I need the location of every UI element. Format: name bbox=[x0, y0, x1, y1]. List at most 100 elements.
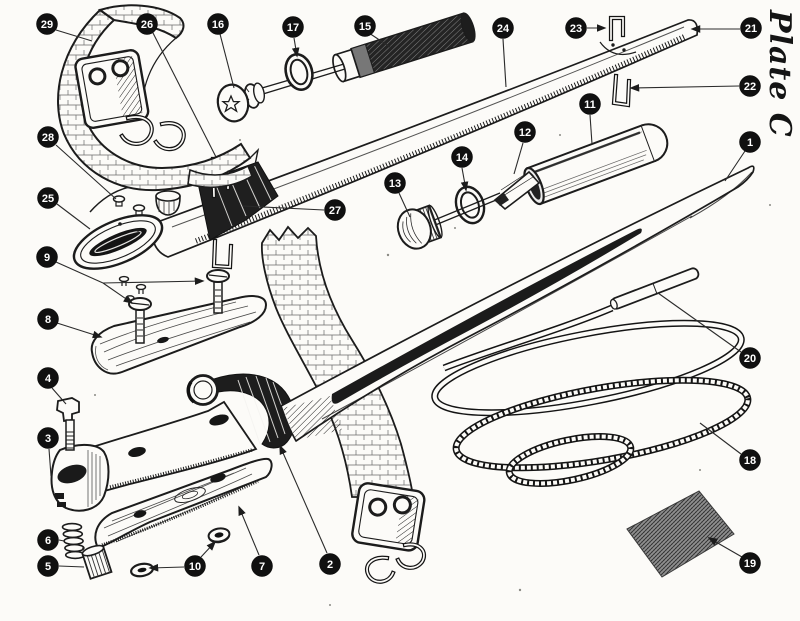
callout-25: 25 bbox=[37, 187, 91, 230]
knurled-cap bbox=[396, 204, 443, 250]
callout-number: 21 bbox=[745, 23, 757, 35]
callout-circle bbox=[579, 93, 601, 115]
callout-leader-line bbox=[219, 33, 235, 89]
callout-1: 1 bbox=[724, 131, 761, 182]
callout-leader-line bbox=[56, 203, 91, 230]
callout-23: 23 bbox=[565, 17, 607, 39]
callout-circle bbox=[739, 449, 761, 471]
callout-number: 29 bbox=[41, 19, 53, 31]
callout-number: 22 bbox=[744, 81, 756, 93]
callout-leader-line bbox=[707, 537, 743, 558]
callout-leader-line bbox=[58, 539, 65, 542]
bayonet-tang bbox=[76, 400, 258, 493]
callout-number: 8 bbox=[45, 314, 51, 326]
callout-11: 11 bbox=[579, 93, 601, 145]
callout-circle bbox=[354, 15, 376, 37]
callout-16: 16 bbox=[207, 13, 235, 89]
callout-leader-line bbox=[102, 282, 134, 304]
pommel bbox=[50, 444, 110, 512]
callout-number: 5 bbox=[45, 561, 51, 573]
callout-14: 14 bbox=[451, 146, 473, 192]
scabbard-mouthpiece bbox=[72, 214, 164, 270]
callout-17: 17 bbox=[282, 16, 304, 58]
callout-number: 17 bbox=[287, 22, 299, 34]
tube-part bbox=[332, 12, 476, 83]
callout-circle bbox=[739, 131, 761, 153]
cap-rod bbox=[431, 192, 502, 227]
callout-9: 9 bbox=[36, 246, 205, 304]
callout-number: 9 bbox=[44, 252, 50, 264]
paper-specks bbox=[94, 134, 771, 606]
callout-leader-line bbox=[48, 448, 52, 477]
callout-leader-line bbox=[238, 505, 260, 556]
callout-28: 28 bbox=[37, 126, 117, 200]
callout-leader-line bbox=[148, 563, 185, 572]
callout-leader-line bbox=[102, 277, 205, 286]
callout-leader-line bbox=[55, 144, 117, 200]
star-screw bbox=[216, 82, 266, 123]
cleaning-cloth bbox=[626, 490, 735, 578]
callout-leader-line bbox=[56, 322, 103, 339]
callout-leader-line bbox=[58, 565, 85, 568]
callout-circle bbox=[565, 17, 587, 39]
callout-circle bbox=[739, 75, 761, 97]
plate-title: Plate C bbox=[762, 9, 797, 138]
callout-6: 6 bbox=[37, 529, 65, 551]
callout-leader-line bbox=[55, 261, 104, 284]
lanyard-toggle bbox=[609, 267, 700, 310]
callout-leader-line bbox=[502, 38, 507, 88]
callout-circle bbox=[37, 427, 59, 449]
callout-circle bbox=[36, 246, 58, 268]
callout-10: 10 bbox=[148, 540, 217, 577]
grip-wood-lower bbox=[94, 457, 273, 550]
callout-circle bbox=[740, 17, 762, 39]
callout-leader-line bbox=[55, 29, 93, 42]
callout-20: 20 bbox=[657, 292, 761, 369]
callout-12: 12 bbox=[513, 121, 536, 175]
callout-leader-line bbox=[589, 114, 593, 145]
callout-number: 18 bbox=[744, 455, 756, 467]
callout-number: 19 bbox=[744, 558, 756, 570]
callout-circle bbox=[739, 552, 761, 574]
callout-leader-line bbox=[200, 540, 217, 558]
callout-circle bbox=[739, 347, 761, 369]
callout-circle bbox=[492, 17, 514, 39]
callout-circle bbox=[324, 199, 346, 221]
callout-leader-line bbox=[724, 150, 746, 182]
callout-number: 13 bbox=[389, 178, 401, 190]
mouthpiece-rivet bbox=[136, 228, 140, 232]
catch-cylinder bbox=[81, 544, 113, 580]
lanyard-cord bbox=[431, 304, 752, 487]
nut bbox=[207, 527, 231, 544]
callout-number: 15 bbox=[359, 21, 371, 33]
callout-leader-line bbox=[460, 167, 469, 192]
callout-leader-line bbox=[657, 292, 742, 353]
callout-circle bbox=[282, 16, 304, 38]
callout-13: 13 bbox=[384, 172, 411, 218]
callout-number: 16 bbox=[212, 19, 224, 31]
callout-18: 18 bbox=[699, 422, 761, 471]
callout-leader-line bbox=[368, 32, 391, 48]
callout-leader-line bbox=[242, 205, 325, 211]
callout-26: 26 bbox=[136, 13, 217, 158]
callout-15: 15 bbox=[354, 15, 391, 48]
callout-circle bbox=[136, 13, 158, 35]
blade bbox=[280, 165, 755, 442]
callout-circle bbox=[37, 529, 59, 551]
callout-number: 20 bbox=[744, 353, 756, 365]
callout-circle bbox=[37, 367, 59, 389]
callout-circle bbox=[37, 308, 59, 330]
mouthpiece-rivet bbox=[118, 222, 122, 226]
callout-number: 6 bbox=[45, 535, 51, 547]
callout-circle bbox=[37, 126, 59, 148]
callout-number: 24 bbox=[497, 23, 510, 35]
strap-end-plate bbox=[351, 482, 427, 584]
callout-circle bbox=[37, 555, 59, 577]
callout-circle bbox=[207, 13, 229, 35]
scabbard-staple-upper bbox=[608, 15, 626, 42]
callout-7: 7 bbox=[238, 505, 273, 577]
callout-number: 25 bbox=[42, 193, 54, 205]
callout-number: 2 bbox=[327, 559, 333, 571]
